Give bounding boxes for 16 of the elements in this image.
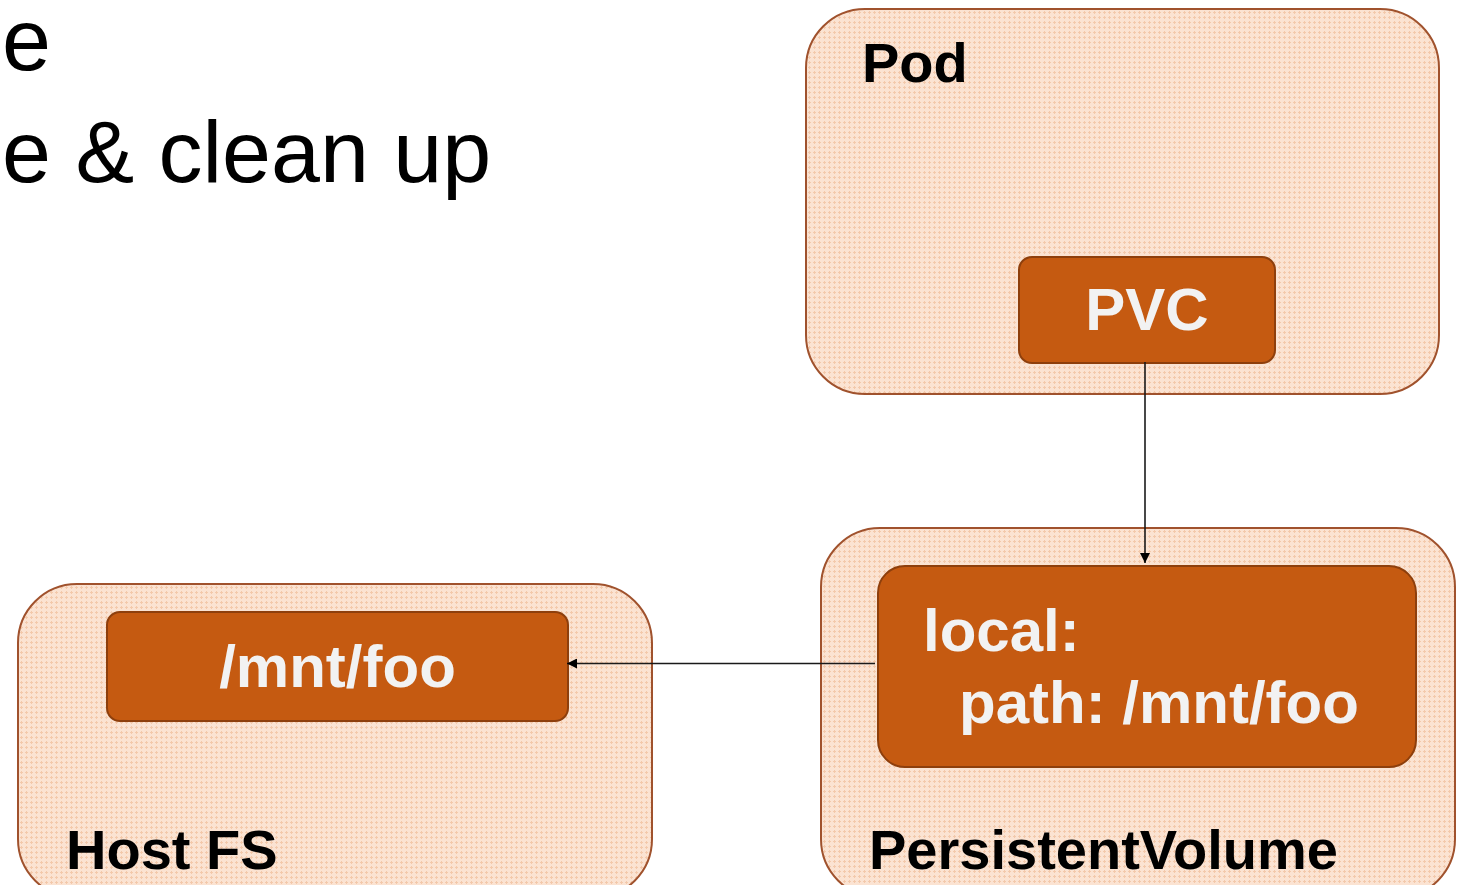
container-box <box>820 527 1456 885</box>
container-box <box>805 8 1440 395</box>
config-text: path: /mnt/foo <box>958 667 1359 738</box>
arrow <box>566 658 876 669</box>
component-label: /mnt/foo <box>219 631 456 702</box>
component-label: PVC <box>1085 275 1209 345</box>
config-text: local: <box>923 595 1080 666</box>
config-box <box>877 565 1417 768</box>
container-title: PersistentVolume <box>869 819 1338 881</box>
container-box <box>17 583 653 885</box>
container-title: Pod <box>862 32 968 94</box>
component-box <box>106 611 569 722</box>
container-title: Host FS <box>66 819 278 881</box>
component-box <box>1018 256 1276 364</box>
heading-text: e <box>2 0 51 84</box>
arrow <box>1140 361 1150 564</box>
